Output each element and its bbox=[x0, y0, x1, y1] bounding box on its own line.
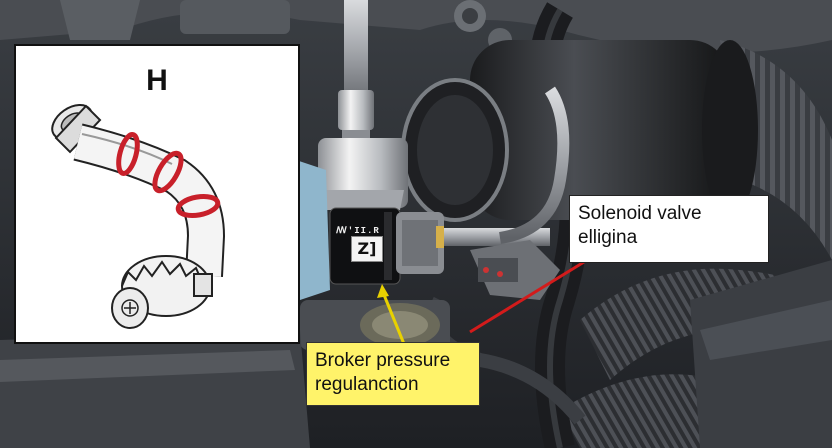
inset-letter: H bbox=[146, 64, 168, 97]
line-fitting bbox=[338, 90, 374, 130]
filter-label-small: ꟿ'II.R bbox=[336, 226, 380, 236]
silver-line bbox=[498, 86, 570, 244]
seal-ring-3 bbox=[175, 193, 221, 219]
coolant-reservoir bbox=[296, 160, 330, 300]
inset-panel: H bbox=[14, 44, 300, 344]
callout-broker-line-2: regulanction bbox=[315, 374, 419, 395]
engine-base bbox=[0, 330, 310, 448]
brass-fitting bbox=[436, 226, 444, 248]
engine-bracket bbox=[60, 0, 140, 40]
callout-solenoid-line-1: Solenoid valve bbox=[578, 203, 702, 224]
solenoid-leader-line bbox=[469, 260, 585, 334]
engine-top-cover bbox=[0, 0, 832, 53]
callout-broker-line-1: Broker pressure bbox=[315, 350, 451, 371]
engine-housing bbox=[180, 0, 290, 34]
hose-part-drawing bbox=[51, 103, 226, 329]
broker-leader-line bbox=[380, 289, 406, 345]
seal-ring-1 bbox=[116, 132, 140, 176]
callout-solenoid-line-2: elligina bbox=[578, 227, 638, 248]
broker-leader-arrow bbox=[377, 284, 389, 298]
callout-solenoid-valve: Solenoid valve elligina bbox=[569, 195, 769, 263]
seal-ring-2 bbox=[152, 150, 184, 194]
filter-label: Z] bbox=[351, 236, 383, 262]
air-intake-housing bbox=[470, 40, 730, 220]
callout-broker-pressure: Broker pressure regulanction bbox=[306, 342, 480, 406]
